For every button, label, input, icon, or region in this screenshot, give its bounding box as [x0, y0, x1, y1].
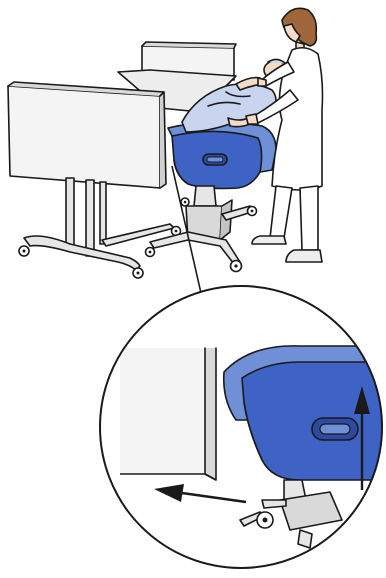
wheel-icon	[257, 512, 273, 528]
detail-bed-panel	[120, 348, 216, 474]
wheel-icon	[146, 248, 155, 257]
wheel-icon	[181, 198, 189, 206]
wheel-icon	[248, 207, 257, 216]
wheel-icon	[19, 246, 29, 256]
wheel-icon	[133, 268, 143, 278]
bed-leg-mid	[86, 180, 94, 256]
transfer-chair	[150, 122, 276, 271]
bed-leg-right	[100, 182, 106, 244]
bed-footboard	[8, 86, 160, 188]
bed-leg-left	[66, 178, 74, 248]
nurse-legs	[270, 186, 292, 238]
nurse-shoe-right	[286, 250, 322, 262]
wheel-icon	[231, 261, 242, 272]
detail-magnifier	[100, 286, 384, 568]
chair-column	[194, 186, 216, 206]
chair-base	[150, 232, 240, 264]
nurse-shoe-left	[252, 236, 286, 244]
